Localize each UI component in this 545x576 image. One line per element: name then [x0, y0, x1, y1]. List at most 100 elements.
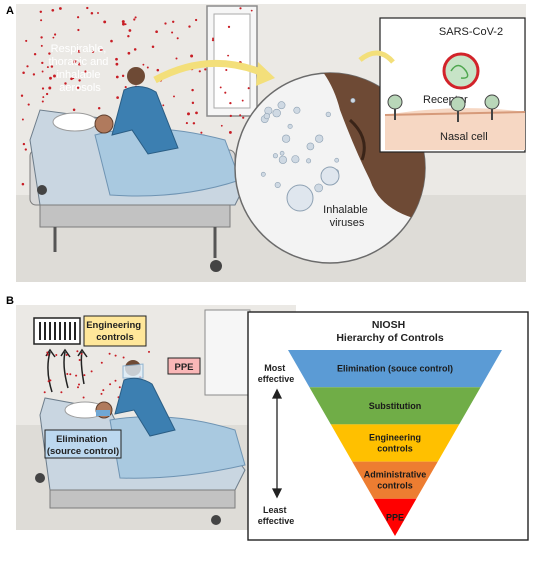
window-b	[204, 309, 251, 396]
virus-particle	[287, 123, 293, 129]
aerosol-dot	[171, 31, 174, 34]
patient-head	[94, 114, 114, 134]
aerosol-dot	[49, 76, 52, 80]
aerosol-dot	[32, 73, 36, 76]
aerosol-dot	[78, 383, 80, 386]
aerosol-dot	[195, 111, 198, 115]
pyramid-level	[288, 350, 502, 388]
aerosol-dot	[162, 104, 165, 107]
aerosol-dot	[219, 86, 222, 89]
virus-particle	[279, 150, 285, 156]
aerosol-dot	[133, 48, 137, 51]
aerosol-dot	[76, 16, 80, 19]
aerosol-dot	[27, 103, 30, 106]
face-shield-icon	[122, 363, 144, 379]
aerosol-dot	[198, 70, 201, 73]
aerosol-dot	[43, 391, 46, 394]
aerosol-dot	[172, 20, 175, 23]
aerosol-dot	[194, 18, 198, 22]
aerosol-dot	[64, 82, 67, 85]
virus-particle	[334, 157, 340, 163]
virus-particle	[277, 101, 286, 110]
svg-text:Engineering controls: Engineering controls	[86, 320, 144, 343]
pyramid-level	[352, 461, 438, 499]
aerosol-dot	[224, 91, 227, 94]
aerosol-dot	[90, 370, 93, 373]
aerosol-dot	[115, 62, 119, 66]
bed-wheel	[211, 515, 221, 525]
aerosol-dot	[133, 18, 136, 21]
aerosol-dot	[78, 79, 81, 82]
aerosol-dot	[39, 10, 43, 14]
aerosol-dot	[22, 71, 25, 75]
aerosol-dot	[66, 373, 69, 375]
aerosol-dot	[100, 48, 103, 52]
aerosol-dot	[227, 54, 230, 57]
aerosol-dot	[91, 50, 95, 53]
bed-wheel	[35, 473, 45, 483]
aerosol-dot	[121, 20, 125, 24]
most-effective-label: Most effective	[258, 363, 295, 384]
aerosol-dot	[118, 386, 121, 389]
aerosol-dot	[76, 86, 80, 90]
aerosol-dot	[77, 28, 80, 32]
aerosol-dot	[46, 353, 49, 356]
virus-name-label: SARS-CoV-2	[439, 26, 503, 38]
aerosol-dot	[103, 20, 107, 24]
hierarchy-of-controls: NIOSH Hierarchy of Controls Most effecti…	[247, 311, 529, 541]
pyramid-level-label: PPE	[386, 512, 404, 522]
virus-particle	[293, 106, 301, 114]
aerosol-dot	[97, 12, 99, 14]
aerosol-dot	[227, 25, 231, 29]
aerosol-dot	[200, 131, 203, 134]
aerosol-dot	[188, 25, 191, 28]
aerosol-dot	[124, 86, 127, 89]
sars-cov-2-virus-icon	[442, 52, 480, 90]
aerosol-dot	[239, 7, 242, 10]
aerosol-dot	[60, 391, 63, 394]
aerosol-dot	[21, 118, 24, 121]
aerosol-dot	[51, 8, 55, 12]
zoom-arrow	[153, 59, 267, 84]
least-effective-label: Least effective	[258, 505, 295, 526]
inhalable-virus-particles	[260, 98, 356, 193]
air-vent-icon	[33, 317, 81, 345]
aerosol-dot	[241, 99, 244, 102]
aerosol-dot	[220, 124, 223, 127]
aerosol-dot	[114, 379, 117, 382]
aerosol-dot	[190, 54, 194, 58]
aerosol-dot	[41, 100, 44, 103]
pillow	[52, 112, 98, 132]
aerosol-dot	[142, 63, 145, 66]
virus-particle	[278, 155, 288, 164]
aerosol-dot	[65, 354, 68, 356]
virus-particle	[291, 155, 300, 164]
aerosol-dot	[46, 66, 49, 69]
aerosol-dot	[20, 94, 24, 97]
aerosol-dot	[176, 37, 179, 40]
aerosol-dot	[33, 53, 37, 56]
virus-particle	[282, 134, 291, 143]
virus-particle	[306, 158, 312, 164]
aerosol-dot	[69, 373, 72, 376]
aerosol-dot	[110, 39, 113, 43]
aerosol-dot	[127, 35, 130, 38]
bed-wheel	[37, 185, 47, 195]
aerosol-dot	[151, 45, 155, 49]
hierarchy-pyramid: Elimination (souce control)SubstitutionE…	[288, 350, 502, 536]
aerosol-dot	[108, 352, 111, 355]
nasal-cell-label: Nasal cell	[440, 131, 488, 143]
aerosol-dot	[49, 379, 52, 382]
virus-particle	[272, 108, 281, 118]
aerosol-dot	[90, 12, 94, 15]
aerosol-dot	[75, 374, 78, 377]
virus-particle	[306, 142, 315, 151]
aerosol-dot	[76, 350, 79, 353]
panel-a-letter: A	[6, 5, 14, 17]
virus-particle	[260, 171, 266, 177]
aerosol-dot	[122, 22, 125, 26]
aerosol-label: Respirable, thoracic and inhalable aeros…	[49, 43, 112, 94]
virus-particle	[315, 134, 324, 143]
aerosol-dot	[78, 359, 81, 361]
